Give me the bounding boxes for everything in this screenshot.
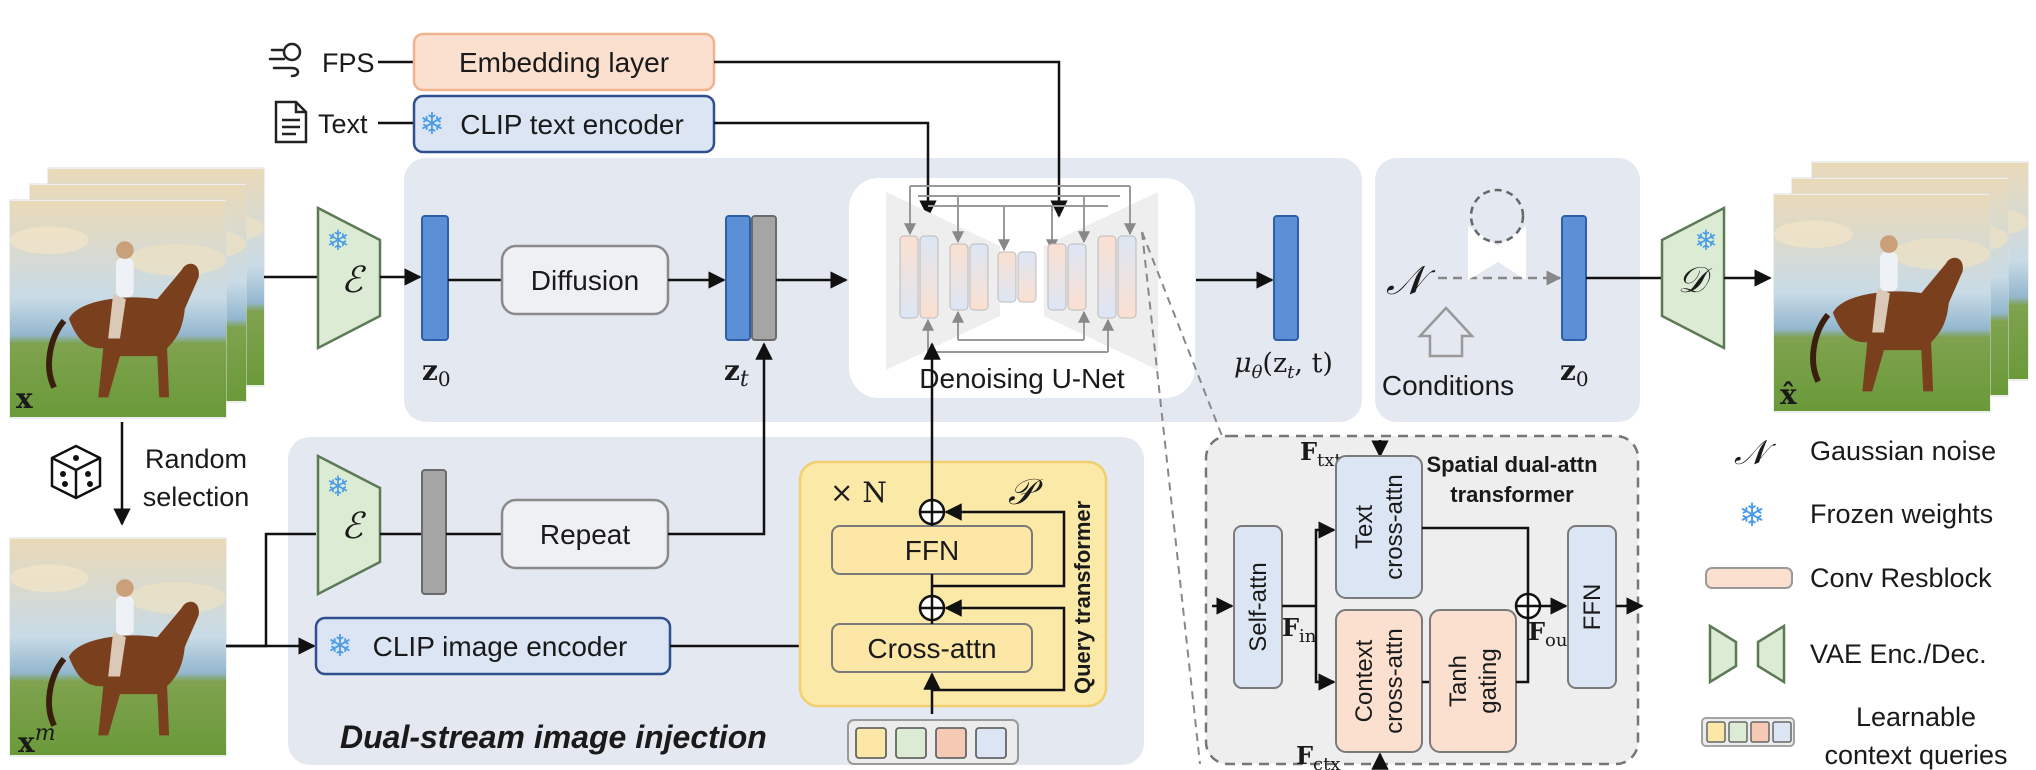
unet-label: Denoising U-Net xyxy=(919,363,1125,394)
frozen-snowflake-icon: ❄ xyxy=(419,108,444,141)
spatial-ffn-label: FFN xyxy=(1579,584,1606,631)
legend-snowflake-icon: ❄ xyxy=(1739,497,1766,533)
image-latent xyxy=(421,469,447,595)
legend-frozen-weights: Frozen weights xyxy=(1810,499,1993,529)
legend-vae-icon xyxy=(1708,623,1786,685)
legend-gaussian-noise: Gaussian noise xyxy=(1810,436,1996,466)
spatial-title-line2: transformer xyxy=(1450,482,1574,507)
latent-z0-output xyxy=(1561,215,1587,341)
legend-conv-resblock: Conv Resblock xyxy=(1810,563,1992,593)
output-video-frames xyxy=(1773,161,2029,413)
legend-queries-icon xyxy=(1701,717,1795,747)
denoising-unet xyxy=(886,185,1158,370)
z0-label: z0 xyxy=(422,354,451,391)
legend-vae: VAE Enc./Dec. xyxy=(1810,639,1987,669)
vae-encoder-top xyxy=(316,205,382,351)
vae-encoder-bottom xyxy=(316,453,382,597)
f-in-label: Fin xyxy=(1282,613,1317,647)
f-ctx-label: Fctx xyxy=(1296,741,1341,770)
context-cross-attn-box xyxy=(1335,609,1423,753)
tanh-gating-box xyxy=(1429,609,1517,753)
mu-label: μθ(zt, t) xyxy=(1234,348,1333,383)
repeat-label: Repeat xyxy=(540,519,631,550)
z0-output-label: z0 xyxy=(1560,354,1589,391)
dual-stream-title: Dual-stream image injection xyxy=(340,719,767,755)
vae-decoder xyxy=(1660,205,1726,351)
unet-mini-icon xyxy=(1468,188,1526,280)
encoder-bottom-snowflake-icon: ❄ xyxy=(326,471,349,502)
learnable-queries xyxy=(847,719,1019,765)
decoder-snowflake-icon: ❄ xyxy=(1694,225,1717,256)
fps-label: FPS xyxy=(322,48,375,78)
input-video-frames xyxy=(9,167,265,419)
dice-icon xyxy=(50,444,102,500)
x-label: x xyxy=(16,382,33,415)
legend-learnable-line2: context queries xyxy=(1824,740,2007,770)
zt-label: zt xyxy=(724,354,749,392)
self-attn-label: Self-attn xyxy=(1245,562,1272,651)
query-transformer-label: Query transformer xyxy=(1070,500,1095,694)
latent-z0 xyxy=(421,215,449,341)
encoder-snowflake-icon: ❄ xyxy=(326,225,349,256)
fps-icon xyxy=(268,42,302,78)
encoder-bottom-symbol: ℰ xyxy=(341,506,366,547)
tanh-gating-line1: Tanh xyxy=(1445,655,1472,707)
selected-frame xyxy=(9,537,227,757)
xhat-label: x̂ xyxy=(1780,378,1797,411)
clip-image-snowflake-icon: ❄ xyxy=(327,630,352,663)
conditions-label: Conditions xyxy=(1382,370,1514,401)
random-selection-line2: selection xyxy=(143,482,250,512)
legend-noise-symbol: 𝒩 xyxy=(1734,433,1777,473)
conditions-arrow-icon xyxy=(1417,306,1475,358)
encoder-symbol: ℰ xyxy=(341,260,366,301)
cross-attn-label: Cross-attn xyxy=(867,633,996,664)
text-cross-attn-box xyxy=(1335,455,1423,599)
clip-text-encoder-label: CLIP text encoder xyxy=(460,109,684,140)
latent-mu xyxy=(1273,215,1299,341)
spatial-title-line1: Spatial dual-attn xyxy=(1426,452,1597,477)
legend-learnable-line1: Learnable xyxy=(1856,702,1976,732)
times-n-label: × N xyxy=(830,476,887,509)
tanh-gating-line2: gating xyxy=(1475,648,1502,713)
latent-zt xyxy=(725,215,751,341)
clip-image-encoder-label: CLIP image encoder xyxy=(373,631,628,662)
text-document-icon xyxy=(274,100,308,144)
context-cross-attn-line1: Context xyxy=(1351,639,1378,722)
latent-zt-image-cond xyxy=(751,215,777,341)
context-cross-attn-line2: cross-attn xyxy=(1381,628,1408,733)
xm-label: xm xyxy=(18,721,56,759)
embedding-layer-label: Embedding layer xyxy=(459,47,669,78)
text-cross-attn-line1: Text xyxy=(1351,505,1378,549)
random-selection-line1: Random xyxy=(145,444,247,474)
text-cross-attn-line2: cross-attn xyxy=(1381,474,1408,579)
diffusion-label: Diffusion xyxy=(531,265,639,296)
ffn-label: FFN xyxy=(905,535,959,566)
text-label: Text xyxy=(318,109,368,139)
legend-conv-swatch xyxy=(1705,567,1793,589)
